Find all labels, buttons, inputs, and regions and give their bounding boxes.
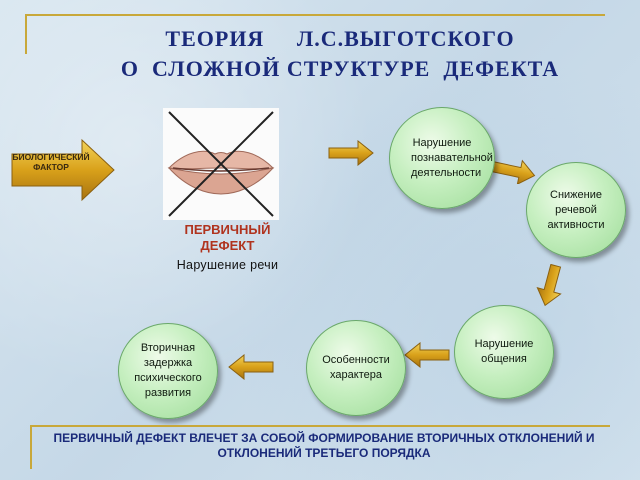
footer-text: ПЕРВИЧНЫЙ ДЕФЕКТ ВЛЕЧЕТ ЗА СОБОЙ ФОРМИРО…	[53, 431, 595, 460]
primary-defect-label: ПЕРВИЧНЫЙ ДЕФЕКТ	[184, 222, 271, 253]
arrow-speech-to-communication	[536, 264, 562, 307]
node-label: Вторичная задержка психического развития	[134, 342, 202, 399]
node-cognitive-impairment: Нарушение познавательной деятельности	[389, 107, 495, 209]
arrow-lips-to-cognition	[328, 140, 374, 166]
node-communication-impairment: Нарушение общения	[454, 305, 554, 399]
title-line-2: О СЛОЖНОЙ СТРУКТУРЕ ДЕФЕКТА	[120, 56, 560, 81]
speech-disorder-label: Нарушение речи	[176, 258, 279, 272]
bio-factor-arrow	[11, 138, 115, 202]
title-line-1: ТЕОРИЯ Л.С.ВЫГОТСКОГО	[165, 26, 515, 51]
primary-defect-image	[163, 108, 279, 220]
title-frame-top	[25, 14, 605, 16]
bio-factor-label: БИОЛОГИЧЕСКИЙ ФАКТОР	[12, 152, 90, 172]
node-label: Нарушение познавательной деятельности	[411, 136, 493, 179]
node-label: Нарушение общения	[474, 338, 534, 365]
node-secondary-delay: Вторичная задержка психического развития	[118, 323, 218, 419]
arrow-character-to-delay	[228, 354, 274, 380]
footer-frame	[30, 425, 610, 469]
lips-icon	[167, 111, 275, 217]
cross-icon	[168, 111, 274, 217]
arrow-cognition-to-speech	[490, 159, 536, 184]
node-speech-activity: Снижение речевой активности	[526, 162, 626, 258]
arrow-communication-to-character	[404, 342, 450, 368]
title-frame-left	[25, 14, 27, 54]
node-label: Снижение речевой активности	[547, 188, 605, 231]
node-label: Особенности характера	[322, 354, 390, 381]
node-character-features: Особенности характера	[306, 320, 406, 416]
